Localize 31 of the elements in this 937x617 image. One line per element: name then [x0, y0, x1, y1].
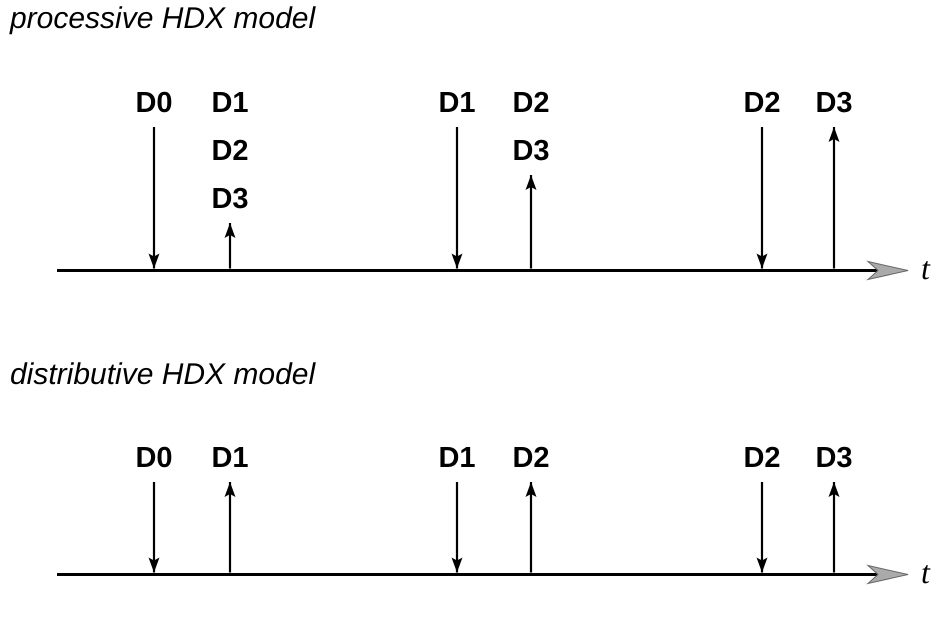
- state-label: D2: [743, 87, 781, 120]
- state-label: D3: [815, 87, 853, 120]
- state-label: D2: [512, 442, 550, 475]
- arrow: [526, 175, 536, 268]
- panel-heading: distributive HDX model: [10, 358, 316, 392]
- arrow: [148, 127, 160, 268]
- state-label: D0: [135, 87, 173, 120]
- arrow: [828, 127, 840, 268]
- state-label: D3: [815, 442, 853, 475]
- arrow: [452, 482, 462, 572]
- arrow: [526, 482, 536, 572]
- state-label: D1: [211, 442, 249, 475]
- arrow: [148, 482, 160, 572]
- state-label: D3: [211, 183, 249, 216]
- state-label: D1: [211, 87, 249, 120]
- arrow: [756, 482, 768, 572]
- state-label: D1: [438, 442, 476, 475]
- state-label: D3: [512, 135, 550, 168]
- state-label: D0: [135, 442, 173, 475]
- arrow: [452, 127, 462, 268]
- arrow: [224, 482, 236, 572]
- panel-heading: processive HDX model: [10, 2, 316, 36]
- state-label: D2: [211, 135, 249, 168]
- axis-label: t: [921, 554, 930, 590]
- state-label: D2: [512, 87, 550, 120]
- arrow: [828, 482, 840, 572]
- arrow: [224, 223, 236, 268]
- state-label: D1: [438, 87, 476, 120]
- axis-label: t: [921, 250, 930, 286]
- state-label: D2: [743, 442, 781, 475]
- arrow: [756, 127, 768, 268]
